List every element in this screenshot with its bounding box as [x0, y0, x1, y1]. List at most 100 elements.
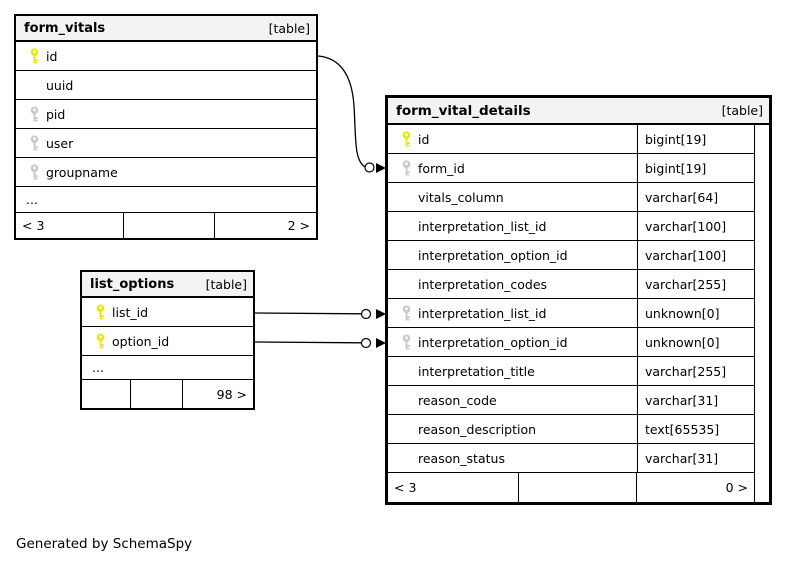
table-title[interactable]: form_vital_details: [396, 102, 531, 119]
column-name-cell: interpretation_list_id: [388, 299, 637, 327]
table-form-vitals: form_vitals [table] id uuid pid user: [14, 14, 318, 240]
column-name-cell: id: [388, 125, 637, 153]
column-type: varchar[100]: [637, 241, 754, 269]
column-name-cell: list_id: [82, 298, 253, 326]
no-key-spacer: [401, 450, 412, 466]
column-name-cell: form_id: [388, 154, 637, 182]
column-name-cell: uuid: [16, 71, 316, 99]
no-key-spacer: [401, 247, 412, 263]
pager-prev: [82, 380, 130, 408]
table-pager: < 3 2 >: [16, 213, 316, 238]
table-row: interpretation_list_id unknown[0]: [388, 299, 754, 328]
table-title[interactable]: form_vitals: [24, 20, 106, 36]
table-row: reason_code varchar[31]: [388, 386, 754, 415]
column-name-cell: groupname: [16, 158, 316, 186]
table-row: option_id: [82, 327, 253, 356]
column-type: varchar[64]: [637, 183, 754, 211]
column-type: varchar[31]: [637, 444, 754, 472]
no-key-spacer: [401, 218, 412, 234]
no-key-spacer: [401, 189, 412, 205]
table-tag: [table]: [721, 103, 763, 118]
column-name: form_id: [418, 160, 465, 176]
column-name-cell: interpretation_codes: [388, 270, 637, 298]
column-name-cell: reason_status: [388, 444, 637, 472]
column-type: varchar[31]: [637, 386, 754, 414]
gray-key-icon: [29, 135, 40, 151]
table-row: interpretation_title varchar[255]: [388, 357, 754, 386]
column-name-cell: interpretation_option_id: [388, 328, 637, 356]
table-row: interpretation_option_id unknown[0]: [388, 328, 754, 357]
table-row: vitals_column varchar[64]: [388, 183, 754, 212]
column-name: interpretation_option_id: [418, 334, 568, 350]
table-title[interactable]: list_options: [90, 276, 175, 292]
column-name-cell: reason_description: [388, 415, 637, 443]
pager-prev: < 3: [394, 480, 417, 495]
primary-key-icon: [95, 304, 106, 320]
column-type: bigint[19]: [637, 154, 754, 182]
column-name: reason_code: [418, 392, 497, 408]
gray-key-icon: [29, 106, 40, 122]
primary-key-icon: [29, 48, 40, 64]
table-row: groupname: [16, 158, 316, 187]
gray-key-icon: [401, 334, 412, 350]
more-columns-ellipsis: ...: [16, 187, 316, 213]
column-name-cell: interpretation_list_id: [388, 212, 637, 240]
column-name-cell: interpretation_title: [388, 357, 637, 385]
fk-connector-option-id: [254, 337, 386, 349]
column-name: vitals_column: [418, 189, 504, 205]
fk-connector-form-id: [317, 55, 386, 173]
column-name: reason_status: [418, 450, 505, 466]
pager-next: 0 >: [636, 473, 754, 502]
no-key-spacer: [401, 392, 412, 408]
pager-next: 98 >: [182, 380, 253, 408]
column-name-cell: interpretation_option_id: [388, 241, 637, 269]
table-row: list_id: [82, 298, 253, 327]
table-right-spacer: [754, 125, 769, 502]
column-name-cell: pid: [16, 100, 316, 128]
column-type: unknown[0]: [637, 299, 754, 327]
column-name-cell: reason_code: [388, 386, 637, 414]
pager-mid: [518, 473, 636, 502]
table-row: reason_status varchar[31]: [388, 444, 754, 473]
column-name: id: [46, 48, 58, 64]
table-body: id bigint[19] form_id bigint[19] vitals_…: [388, 125, 769, 502]
fk-connector-list-id: [254, 308, 386, 320]
table-row: pid: [16, 100, 316, 129]
column-name: id: [418, 131, 430, 147]
gray-key-icon: [29, 164, 40, 180]
table-tag: [table]: [205, 276, 247, 292]
table-row: reason_description text[65535]: [388, 415, 754, 444]
pager-next: 2 >: [214, 213, 316, 238]
column-name: list_id: [112, 304, 149, 320]
no-key-spacer: [401, 276, 412, 292]
table-pager: 98 >: [82, 380, 253, 408]
more-columns-ellipsis: ...: [82, 356, 253, 380]
table-row: interpretation_option_id varchar[100]: [388, 241, 754, 270]
table-header: form_vital_details [table]: [388, 98, 769, 125]
no-key-spacer: [401, 421, 412, 437]
no-key-spacer: [29, 77, 40, 93]
column-name-cell: id: [16, 42, 316, 70]
table-row: id: [16, 42, 316, 71]
column-name-cell: vitals_column: [388, 183, 637, 211]
table-pager: < 3 0 >: [388, 473, 754, 502]
column-type: unknown[0]: [637, 328, 754, 356]
column-name: interpretation_codes: [418, 276, 548, 292]
column-name: pid: [46, 106, 66, 122]
table-row: id bigint[19]: [388, 125, 754, 154]
table-header: form_vitals [table]: [16, 16, 316, 42]
table-header: list_options [table]: [82, 272, 253, 298]
column-type: varchar[255]: [637, 270, 754, 298]
table-form-vital-details: form_vital_details [table] id bigint[19]…: [385, 95, 772, 505]
gray-key-icon: [401, 305, 412, 321]
pager-mid: [123, 213, 214, 238]
column-name: uuid: [46, 77, 74, 93]
table-row: user: [16, 129, 316, 158]
column-name: interpretation_list_id: [418, 218, 547, 234]
pager-prev: < 3: [22, 218, 45, 233]
no-key-spacer: [401, 363, 412, 379]
table-row: interpretation_codes varchar[255]: [388, 270, 754, 299]
column-name-cell: user: [16, 129, 316, 157]
table-row: interpretation_list_id varchar[100]: [388, 212, 754, 241]
